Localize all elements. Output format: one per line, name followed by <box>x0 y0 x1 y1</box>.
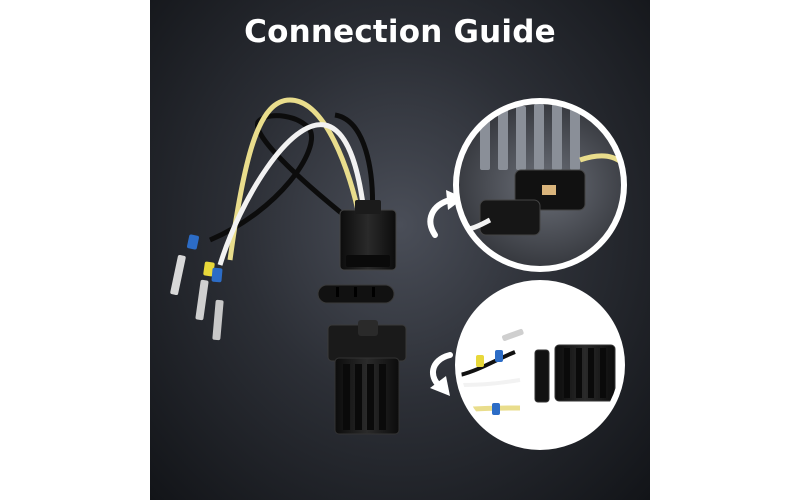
white-wire <box>217 122 368 266</box>
terminal-left <box>170 254 186 296</box>
seal-yellow-mid <box>203 261 215 277</box>
wire-seal-comb <box>317 284 395 304</box>
black-wire <box>209 113 352 243</box>
inset-bottom <box>455 280 625 450</box>
illustration <box>170 97 627 450</box>
connector-housing-top <box>339 200 397 271</box>
seal-blue-right <box>211 267 223 283</box>
connector-main-body <box>327 320 407 435</box>
terminals <box>170 234 224 341</box>
terminal-mid <box>195 279 209 321</box>
yellow-wire <box>227 97 363 261</box>
terminal-right <box>212 299 224 341</box>
connection-guide-image: Connection Guide <box>150 0 650 500</box>
seal-blue-left <box>187 234 199 250</box>
inset-top <box>453 98 627 272</box>
page-title: Connection Guide <box>244 14 556 50</box>
curved-arrow-icon <box>430 352 453 396</box>
